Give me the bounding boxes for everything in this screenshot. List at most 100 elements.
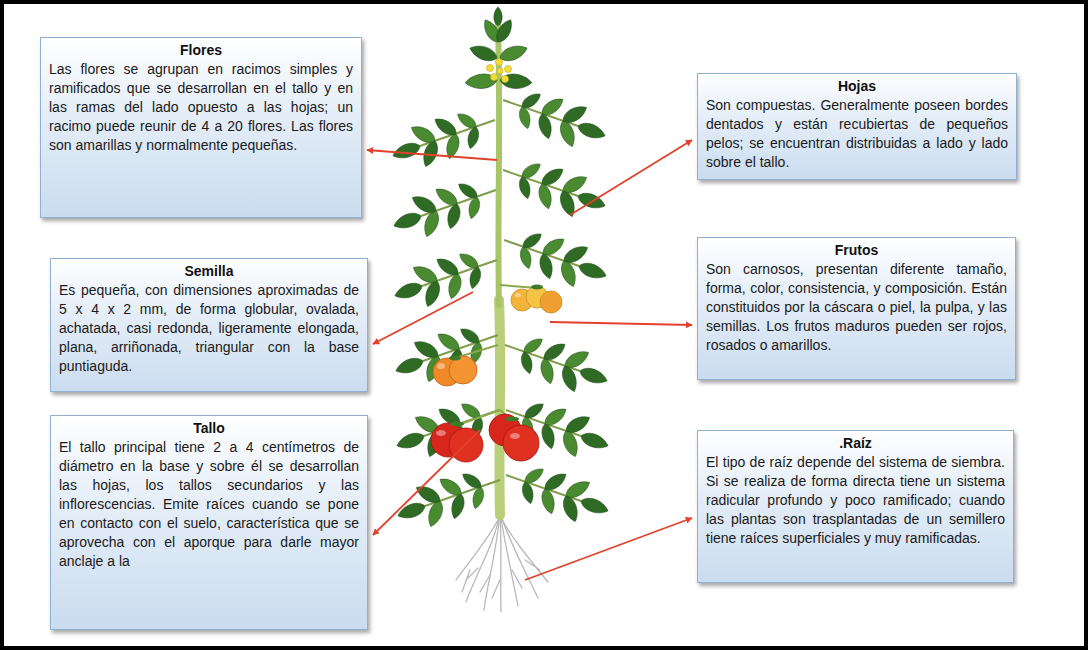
leaflet bbox=[445, 203, 463, 231]
leaflet bbox=[539, 423, 557, 451]
leaflet bbox=[465, 126, 480, 150]
fruit-highlights bbox=[436, 293, 521, 439]
root bbox=[484, 512, 500, 610]
leaflet bbox=[396, 500, 427, 522]
leaflet bbox=[536, 113, 554, 141]
callout-body: Son compuestas. Generalmente poseen bord… bbox=[706, 96, 1008, 172]
highlight bbox=[437, 363, 445, 369]
leaflet bbox=[422, 279, 443, 309]
leaflet bbox=[434, 255, 462, 279]
calyx bbox=[449, 356, 461, 361]
leaflet bbox=[560, 429, 581, 459]
leader-arrow bbox=[550, 322, 692, 325]
root bbox=[500, 512, 518, 606]
callout-body: Las flores se agrupan en racimos simples… bbox=[49, 60, 353, 155]
leaflet bbox=[536, 183, 554, 211]
callout-body: El tallo principal tiene 2 a 4 centímetr… bbox=[59, 438, 359, 571]
flower bbox=[496, 59, 503, 66]
leaflet bbox=[455, 110, 479, 131]
leaflet bbox=[499, 73, 532, 90]
leaflet bbox=[517, 176, 532, 200]
flower bbox=[497, 68, 503, 74]
leaflet bbox=[518, 246, 533, 270]
roots bbox=[456, 512, 548, 612]
callout-box: HojasSon compuestas. Generalmente poseen… bbox=[697, 73, 1017, 180]
leaflet bbox=[577, 260, 608, 282]
highlight bbox=[436, 430, 446, 436]
callout-heading: Frutos bbox=[706, 241, 1007, 260]
root bbox=[500, 512, 501, 612]
leaflet bbox=[449, 493, 467, 521]
callout-body: Es pequeña, con dimensiones aproximadas … bbox=[59, 281, 359, 376]
callout-body: El tipo de raíz depende del sistema de s… bbox=[706, 453, 1005, 548]
leaflet bbox=[517, 106, 532, 130]
leaflet bbox=[410, 262, 440, 286]
leaflet bbox=[579, 430, 610, 452]
leaves bbox=[391, 7, 611, 529]
callout-box: SemillaEs pequeña, con dimensiones aprox… bbox=[50, 258, 368, 392]
leaflet bbox=[557, 189, 578, 219]
yellow-tomato bbox=[540, 291, 562, 313]
leaflet bbox=[392, 210, 423, 232]
leaflet bbox=[578, 365, 609, 387]
leaflet bbox=[560, 494, 581, 524]
callout-box: FrutosSon carnosos, presentan diferente … bbox=[697, 237, 1016, 380]
leader-arrow bbox=[373, 430, 480, 535]
leaflet bbox=[432, 115, 460, 139]
calyx bbox=[531, 285, 543, 290]
leaflet bbox=[435, 330, 463, 354]
flowers bbox=[487, 59, 512, 83]
leaflet bbox=[393, 280, 424, 302]
callout-heading: .Raíz bbox=[706, 434, 1005, 453]
leaflet bbox=[408, 122, 438, 146]
leaflet bbox=[446, 273, 464, 301]
leaflet bbox=[394, 355, 425, 377]
leaflet bbox=[494, 7, 503, 26]
leaflet bbox=[579, 495, 610, 517]
leaflet bbox=[558, 259, 579, 289]
leaflet bbox=[576, 120, 607, 142]
main-stem bbox=[499, 300, 500, 515]
highlight bbox=[510, 433, 520, 439]
leaflet bbox=[413, 482, 443, 506]
leaflet bbox=[409, 192, 439, 216]
callout-heading: Tallo bbox=[59, 419, 359, 438]
leaflet bbox=[391, 140, 422, 162]
root bbox=[501, 518, 548, 582]
leader-arrow bbox=[525, 518, 692, 580]
leaflet bbox=[467, 266, 482, 290]
flower bbox=[491, 74, 498, 81]
leaflet bbox=[557, 119, 578, 149]
calyxes bbox=[449, 285, 543, 427]
callout-box: FloresLas flores se agrupan en racimos s… bbox=[40, 37, 362, 218]
leaf-rachis bbox=[420, 100, 581, 506]
leader-arrow bbox=[570, 140, 692, 215]
callout-heading: Flores bbox=[49, 41, 353, 60]
leader-arrow bbox=[367, 150, 497, 160]
leader-arrow bbox=[373, 292, 473, 344]
leaflet bbox=[559, 364, 580, 394]
flower bbox=[502, 76, 509, 83]
leaflet bbox=[458, 325, 482, 346]
leaflet bbox=[466, 196, 481, 220]
leaflet bbox=[421, 209, 442, 239]
callout-heading: Semilla bbox=[59, 262, 359, 281]
flower bbox=[487, 65, 494, 72]
red-tomato bbox=[503, 425, 539, 461]
leaflet bbox=[457, 250, 481, 271]
leaflet bbox=[460, 470, 484, 491]
leaflet bbox=[538, 358, 556, 386]
leaflet bbox=[539, 488, 557, 516]
leaflet bbox=[395, 430, 426, 452]
leaflet bbox=[520, 481, 535, 505]
leader-arrows bbox=[367, 140, 692, 580]
callout-body: Son carnosos, presentan diferente tamaño… bbox=[706, 260, 1007, 355]
calyx bbox=[450, 422, 464, 427]
leaflet bbox=[470, 486, 485, 510]
flower bbox=[505, 66, 512, 73]
leaflet bbox=[537, 253, 555, 281]
callout-heading: Hojas bbox=[706, 77, 1008, 96]
leaflet bbox=[437, 475, 465, 499]
fruits bbox=[431, 285, 562, 463]
